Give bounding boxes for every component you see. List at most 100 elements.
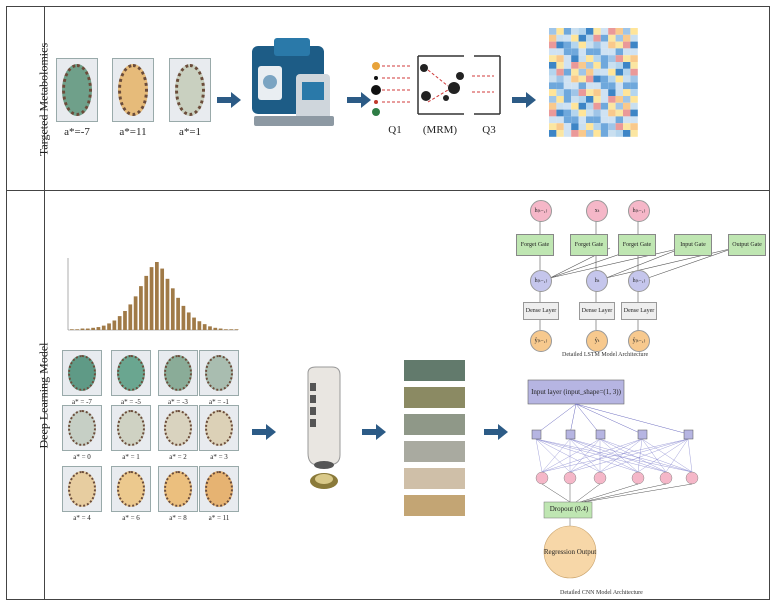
cnn-connection [569,438,643,473]
color-swatch [404,441,465,462]
heatmap-cell [608,130,616,137]
histogram-bar [128,304,133,330]
heatmap-cell [571,89,579,96]
seed-shape [67,354,97,392]
section-label-metabolomics: Targeted Metabolomics [36,42,51,157]
grid-seed-label: a* = -5 [121,398,141,406]
heatmap-cell [623,130,631,137]
heatmap-cell [571,130,579,137]
heatmap-cell [623,55,631,62]
heatmap-cell [600,62,609,69]
heatmap-cell [578,68,586,76]
mass-spectrometer-icon [252,38,334,126]
color-swatch [404,387,465,408]
histogram-bar [117,316,122,330]
heatmap-cell [623,75,631,83]
heatmap-cell [593,48,601,56]
seed-shape [116,409,146,447]
heatmap-cell [578,123,586,130]
cnn-connection [541,438,643,473]
heatmap-cell [586,75,594,83]
heatmap-cell [593,41,601,49]
cnn-dropout-layer: Dropout (0.4) [549,505,589,513]
heatmap-cell [563,34,572,42]
heatmap-cell [549,109,557,117]
heatmap-cell [600,28,609,35]
heatmap-cell [630,28,638,35]
heatmap-cell [630,34,638,42]
heatmap-cell [615,34,623,42]
histogram-bar [80,328,85,330]
histogram-bar [70,329,74,330]
cnn-connection [665,438,689,473]
lstm-gate: Output Gate [728,234,766,256]
cnn-connection [569,438,639,473]
seed-image [112,58,154,122]
grid-seed-image [62,466,102,512]
heatmap-cell [586,62,594,69]
cnn-connection [569,438,667,473]
histogram-bar [144,275,149,330]
heatmap-cell [586,82,594,90]
histogram-bar [107,323,111,330]
cnn-connection [637,438,689,473]
mrm-label-mrm: (MRM) [422,124,458,136]
heatmap-cell [615,75,623,83]
seed-image [169,58,211,122]
lstm-dense-layer: Dense Layer [579,302,615,320]
grid-seed-label: a* = -7 [72,398,92,406]
heatmap-cell [608,75,616,83]
seed-shape [117,63,149,117]
metabolite-heatmap [535,24,675,140]
heatmap-cell [578,96,586,103]
heatmap-cell [586,123,594,130]
cnn-connection [535,438,571,473]
heatmap-cell [593,102,601,110]
histogram-bar [218,328,223,330]
seed-shape [204,470,234,508]
heatmap-cell [578,55,586,62]
heatmap-cell [549,28,557,35]
heatmap-cell [593,96,601,103]
heatmap-cell [549,48,557,56]
heatmap-cell [623,68,631,76]
grid-seed-label: a* = -1 [209,398,229,406]
heatmap-cell [623,82,631,90]
histogram-bar [85,328,90,330]
section-label-deep-learning: Deep Learning Model [36,342,51,449]
cnn-connection [599,438,643,473]
heatmap-cell [563,55,572,62]
grid-seed-label: a* = 3 [210,453,228,461]
heatmap-cell [615,82,623,90]
heatmap-cell [593,28,601,35]
histogram-bar [176,297,180,330]
heatmap-cell [563,28,572,35]
histogram-bar [213,327,218,330]
heatmap-cell [608,89,616,96]
heatmap-cell [549,68,557,76]
heatmap-cell [549,55,557,62]
heatmap-cell [556,123,564,130]
lstm-output-node: ŷ₍ₜ₋₁₎ [530,330,552,352]
heatmap-cell [563,116,572,124]
heatmap-cell [615,96,623,103]
cnn-connection [535,438,601,473]
grid-seed-image [199,350,239,396]
grid-seed-image [62,405,102,451]
heatmap-cell [556,68,564,76]
heatmap-cell [578,34,586,42]
heatmap-cell [586,28,594,35]
heatmap-cell [615,28,623,35]
color-swatch [404,495,465,516]
seed-shape [163,470,193,508]
histogram-bar [101,325,106,330]
heatmap-cell [615,68,623,76]
heatmap-cell [563,75,572,83]
heatmap-cell [563,102,572,110]
heatmap-cell [630,55,638,62]
heatmap-cell [563,41,572,49]
color-swatch [404,360,465,381]
heatmap-cell [549,96,557,103]
heatmap-cell [556,89,564,96]
grid-seed-label: a* = 1 [122,453,140,461]
